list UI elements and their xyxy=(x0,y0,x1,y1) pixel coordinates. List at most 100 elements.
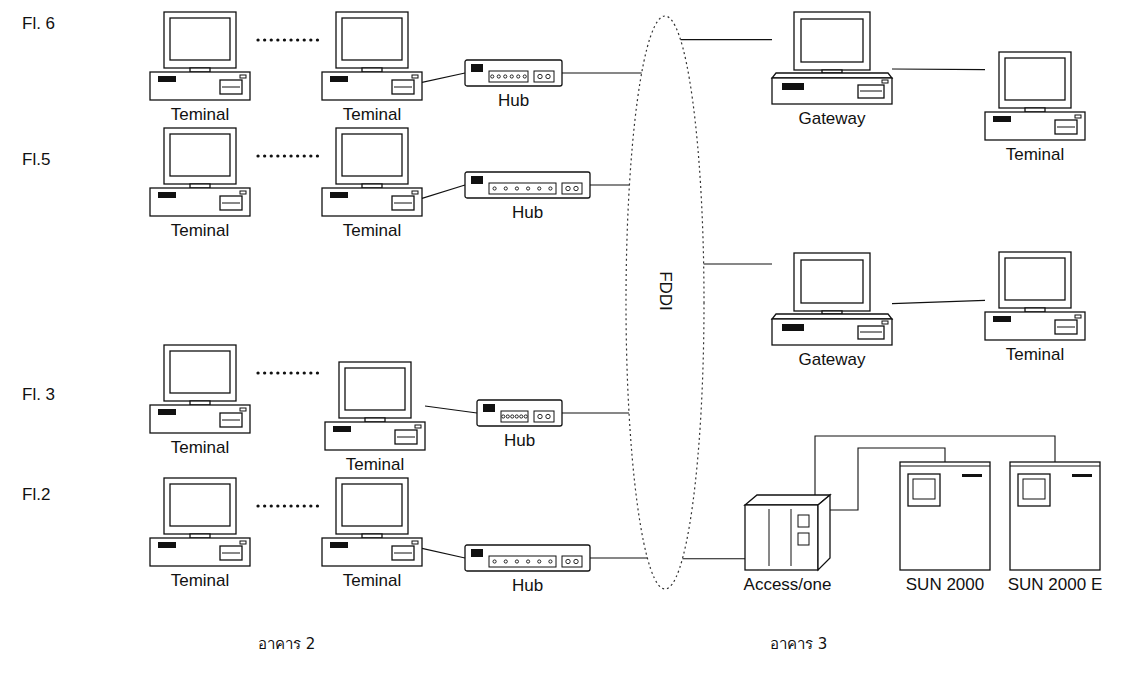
port xyxy=(491,75,494,78)
drive-slot xyxy=(782,83,804,90)
terminal-computer-icon xyxy=(322,128,422,216)
icon-group xyxy=(150,345,250,433)
device-label: Gateway xyxy=(798,350,865,370)
terminal-computer-icon xyxy=(150,478,250,566)
system-case xyxy=(985,112,1085,140)
device-label: Hub xyxy=(512,576,543,596)
module-slot xyxy=(798,533,809,545)
uplink-strip xyxy=(534,71,554,82)
port xyxy=(515,415,518,418)
status-panel xyxy=(471,549,483,557)
drive-bay xyxy=(220,413,242,427)
system-case xyxy=(772,319,892,345)
status-panel xyxy=(471,64,483,72)
network-link xyxy=(682,558,745,559)
system-case xyxy=(150,405,250,433)
sun-server-icon xyxy=(900,462,990,570)
device-label: Teminal xyxy=(171,105,230,125)
icon-group xyxy=(322,128,422,216)
icon-group xyxy=(985,252,1085,340)
monitor-screen xyxy=(801,260,863,303)
drive-panel xyxy=(908,474,940,506)
fddi-ring: FDDI xyxy=(625,15,705,590)
ellipsis-dots xyxy=(258,371,318,374)
monitor-screen xyxy=(170,484,230,526)
device-label: Teminal xyxy=(171,221,230,241)
icon-group xyxy=(985,52,1085,140)
access-unit-icon xyxy=(745,495,830,570)
drive-line xyxy=(394,87,412,88)
icon-group xyxy=(465,172,590,198)
unit-top xyxy=(745,495,830,505)
port xyxy=(493,560,496,563)
network-link xyxy=(422,548,465,558)
icon-group xyxy=(465,545,590,571)
status-strip xyxy=(1072,474,1092,477)
network-link xyxy=(892,68,985,70)
power-button xyxy=(240,408,246,411)
port xyxy=(538,560,541,563)
drive-slot xyxy=(993,316,1011,322)
drive-bay xyxy=(220,196,242,210)
device-label: Teminal xyxy=(343,221,402,241)
drive-panel xyxy=(1018,474,1050,506)
device-label: Gateway xyxy=(798,109,865,129)
system-case xyxy=(150,188,250,216)
floor-label: Fl.5 xyxy=(22,150,50,170)
drive-line xyxy=(222,203,240,204)
terminal-computer: Teminal xyxy=(322,12,422,100)
drive-bay xyxy=(220,80,242,94)
module-slot xyxy=(798,515,809,527)
icon-group xyxy=(465,60,562,86)
top-edge xyxy=(900,466,990,467)
port xyxy=(510,75,513,78)
ellipsis-dots xyxy=(258,504,318,507)
drive-line xyxy=(397,437,415,438)
device-label: Teminal xyxy=(171,571,230,591)
port xyxy=(524,415,527,418)
network-link xyxy=(830,448,945,510)
drive-slot xyxy=(330,76,348,82)
icon-group xyxy=(322,12,422,100)
terminal-computer: Teminal xyxy=(150,128,250,216)
status-panel xyxy=(483,404,495,412)
access-unit: Access/one xyxy=(745,495,830,570)
icon-group xyxy=(325,362,425,450)
uplink-port xyxy=(546,74,550,78)
device-label: Teminal xyxy=(343,105,402,125)
status-strip xyxy=(962,474,982,477)
building-label: อาคาร 2 xyxy=(258,636,315,653)
drive-bay xyxy=(1055,120,1077,134)
power-button xyxy=(240,75,246,78)
icon-group xyxy=(1010,462,1100,570)
network-link xyxy=(562,72,642,73)
drive-slot xyxy=(993,116,1011,122)
case-top xyxy=(772,73,892,78)
drive-line xyxy=(860,91,882,92)
top-edge xyxy=(1010,466,1100,467)
drive-line xyxy=(394,203,412,204)
terminal-computer-icon xyxy=(985,252,1085,340)
drive-bay xyxy=(858,326,884,339)
unit-front xyxy=(745,505,818,570)
port xyxy=(538,187,541,190)
hub-case xyxy=(465,172,590,198)
device-label: Teminal xyxy=(1006,145,1065,165)
device-label: SUN 2000 xyxy=(906,575,984,595)
port-strip xyxy=(489,556,556,567)
unit-side xyxy=(818,495,830,570)
gateway-computer: Gateway xyxy=(772,253,892,345)
icon-group xyxy=(900,462,990,570)
device-label: Teminal xyxy=(346,455,405,475)
monitor-screen xyxy=(1005,258,1065,300)
hub-device: Hub xyxy=(477,400,562,426)
hub-device: Hub xyxy=(465,545,590,571)
monitor-screen xyxy=(801,19,863,62)
hub-device-icon xyxy=(465,60,562,86)
floor-label: Fl. 6 xyxy=(22,14,55,34)
drive-slot xyxy=(330,192,348,198)
sun-server: SUN 2000 xyxy=(900,462,990,570)
monitor-frame xyxy=(164,345,236,401)
